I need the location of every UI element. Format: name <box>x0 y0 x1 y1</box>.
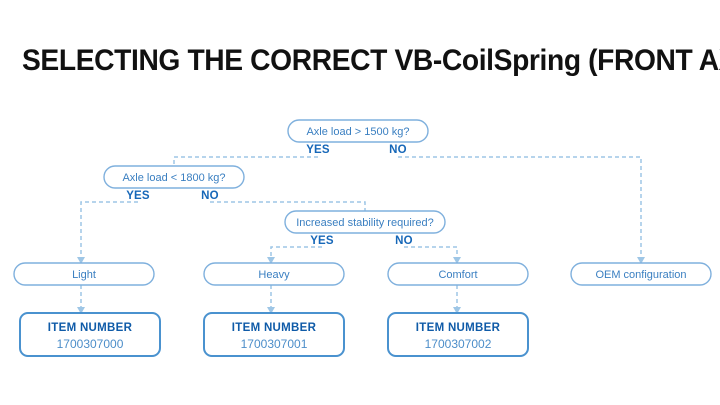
result-node-heavy-box[interactable] <box>203 262 345 286</box>
branch-label-d3-no: NO <box>395 235 413 247</box>
arrow-head-item1 <box>77 307 85 314</box>
decision-node-axle-load-1500-box[interactable] <box>287 119 429 143</box>
decision-node-increased-stability[interactable]: Increased stability required? YES NO <box>284 210 446 247</box>
decision-node-axle-load-1500[interactable]: Axle load > 1500 kg? YES NO <box>287 119 429 156</box>
result-node-heavy[interactable]: Heavy <box>203 262 345 286</box>
edge-d2-no-to-d3 <box>210 201 366 213</box>
item-number-card-1[interactable]: ITEM NUMBER 1700307000 <box>19 312 161 357</box>
result-node-light-box[interactable] <box>13 262 155 286</box>
arrow-head-heavy <box>267 257 275 264</box>
branch-label-d2-yes: YES <box>126 190 150 202</box>
arrow-head-oem <box>637 257 645 264</box>
edge-d3-no-to-comfort <box>404 246 458 258</box>
item-number-card-1-title: ITEM NUMBER <box>48 322 133 334</box>
result-node-light-label: Light <box>72 269 96 281</box>
item-number-card-3-title: ITEM NUMBER <box>416 322 501 334</box>
item-number-card-2-title: ITEM NUMBER <box>232 322 317 334</box>
branch-label-d1-no: NO <box>389 144 407 156</box>
arrow-head-item2 <box>267 307 275 314</box>
decision-node-increased-stability-box[interactable] <box>284 210 446 234</box>
decision-node-increased-stability-label: Increased stability required? <box>296 217 434 229</box>
decision-node-axle-load-1800[interactable]: Axle load < 1800 kg? YES NO <box>103 165 245 202</box>
result-node-comfort[interactable]: Comfort <box>387 262 529 286</box>
edge-d1-yes-to-d2 <box>173 156 318 168</box>
arrow-head-comfort <box>453 257 461 264</box>
branch-label-d1-yes: YES <box>306 144 330 156</box>
decision-node-axle-load-1800-label: Axle load < 1800 kg? <box>122 172 225 184</box>
edge-d2-yes-to-light <box>80 201 138 258</box>
edge-d3-yes-to-heavy <box>270 246 322 258</box>
result-node-oem-configuration-box[interactable] <box>570 262 712 286</box>
result-node-comfort-label: Comfort <box>438 269 477 281</box>
arrow-head-light <box>77 257 85 264</box>
item-number-card-3-box[interactable] <box>387 312 529 357</box>
result-node-oem-configuration-label: OEM configuration <box>595 269 686 281</box>
item-number-card-3-value: 1700307002 <box>425 337 492 351</box>
result-node-light[interactable]: Light <box>13 262 155 286</box>
connector-layer <box>77 156 645 314</box>
item-number-card-1-box[interactable] <box>19 312 161 357</box>
item-number-card-2[interactable]: ITEM NUMBER 1700307001 <box>203 312 345 357</box>
arrow-head-item3 <box>453 307 461 314</box>
result-node-heavy-label: Heavy <box>258 269 290 281</box>
edge-d1-no-to-oem <box>398 156 642 258</box>
item-number-card-3[interactable]: ITEM NUMBER 1700307002 <box>387 312 529 357</box>
page-title: SELECTING THE CORRECT VB-CoilSpring (FRO… <box>22 44 720 77</box>
item-number-card-2-box[interactable] <box>203 312 345 357</box>
branch-label-d3-yes: YES <box>310 235 334 247</box>
decision-node-axle-load-1800-box[interactable] <box>103 165 245 189</box>
result-node-comfort-box[interactable] <box>387 262 529 286</box>
item-number-card-1-value: 1700307000 <box>57 337 124 351</box>
branch-label-d2-no: NO <box>201 190 219 202</box>
result-node-oem-configuration[interactable]: OEM configuration <box>570 262 712 286</box>
item-number-card-2-value: 1700307001 <box>241 337 308 351</box>
decision-node-axle-load-1500-label: Axle load > 1500 kg? <box>306 126 409 138</box>
